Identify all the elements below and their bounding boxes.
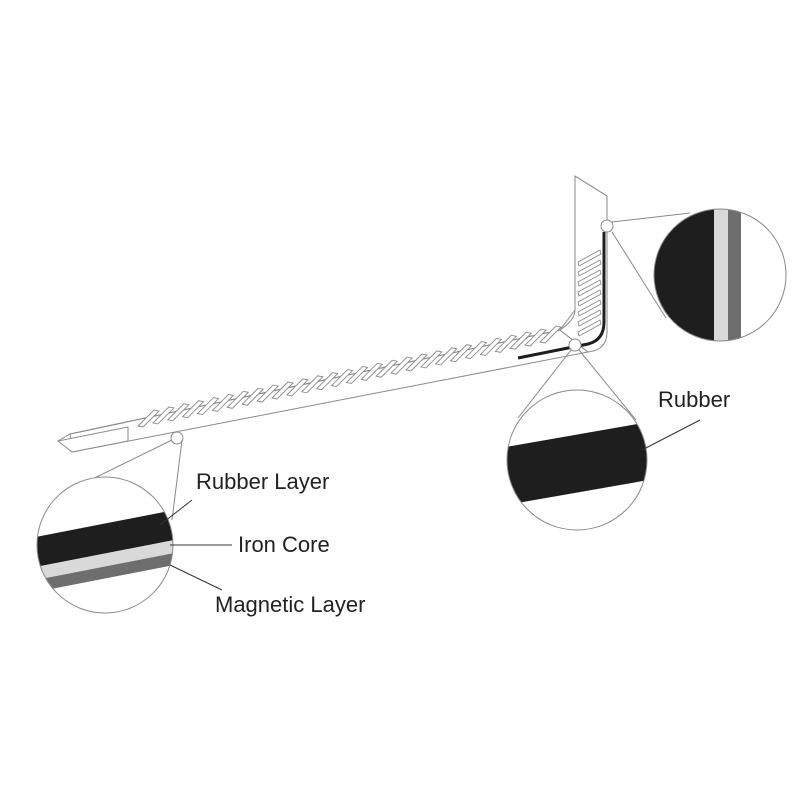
top-magnetic-layer — [728, 209, 741, 341]
ridge-slot — [345, 365, 369, 384]
ridge-slot — [419, 350, 443, 369]
ridge-slot — [285, 378, 309, 397]
ridge-slot — [181, 400, 205, 419]
ridge-slot-vertical — [577, 269, 602, 287]
label-rubber-layer: Rubber Layer — [196, 469, 329, 494]
marker-circle-top — [600, 219, 614, 233]
ridge-slot-vertical — [577, 259, 602, 277]
top-rubber-layer — [654, 209, 714, 341]
ridge-slot — [196, 397, 220, 416]
ridge-slot — [241, 387, 265, 406]
ridge-slot-vertical — [577, 249, 602, 267]
ridge-slot — [464, 341, 488, 360]
leader-rubber-layer — [159, 499, 193, 526]
ridge-slot — [479, 337, 503, 356]
ridge-slot — [434, 347, 458, 366]
horizontal-ridges — [137, 325, 562, 428]
strip-bend — [559, 309, 576, 331]
ridge-slot-vertical — [577, 279, 602, 297]
ridge-slot — [449, 344, 473, 363]
top-iron-core — [714, 209, 728, 341]
left-rubber-layer — [37, 505, 173, 570]
ridge-slot — [509, 331, 533, 350]
leader-magnetic-layer — [169, 564, 223, 591]
ridge-slot-vertical — [577, 309, 602, 327]
ridge-slot — [137, 409, 160, 428]
label-magnetic-layer: Magnetic Layer — [215, 592, 365, 617]
ridge-slot — [524, 328, 548, 347]
ridge-slot — [226, 390, 250, 409]
ridge-slot — [300, 375, 324, 394]
ridge-slot — [390, 356, 414, 375]
label-rubber: Rubber — [658, 387, 730, 412]
left-iron-core — [37, 535, 173, 583]
label-iron-core: Iron Core — [238, 532, 330, 557]
ridge-slot — [405, 353, 428, 372]
ridge-slot — [271, 381, 294, 400]
vertical-ridges — [577, 249, 602, 337]
ridge-slot-vertical — [577, 319, 602, 337]
ridge-slot — [539, 325, 562, 344]
ridge-slot — [375, 359, 399, 378]
zoom-circle-top — [653, 208, 787, 342]
marker-circle-right — [568, 338, 582, 352]
ridge-slot — [151, 406, 175, 425]
marker-circle-left — [170, 431, 184, 445]
ridge-slot — [166, 403, 190, 422]
l-shaped-strip — [56, 175, 608, 453]
ridge-slot — [256, 384, 280, 403]
strip-arm-top-edge — [57, 329, 561, 442]
callout-leaders — [159, 419, 701, 591]
zoom-circle-right — [506, 389, 648, 531]
ridge-slot — [315, 372, 339, 391]
ridge-slot-vertical — [577, 289, 602, 307]
ridge-slot — [494, 334, 518, 353]
rubber-edge-highlight — [517, 232, 606, 360]
ridge-slot — [211, 393, 235, 412]
left-magnetic-layer — [37, 548, 173, 595]
vertical-arm-top-edge — [574, 175, 608, 197]
leader-rubber — [641, 419, 701, 451]
ridge-slot — [360, 362, 384, 381]
zoom-circle-left — [36, 476, 174, 614]
ridge-slot — [330, 369, 354, 388]
ridge-slot-vertical — [577, 299, 602, 317]
right-rubber-band — [507, 420, 647, 506]
